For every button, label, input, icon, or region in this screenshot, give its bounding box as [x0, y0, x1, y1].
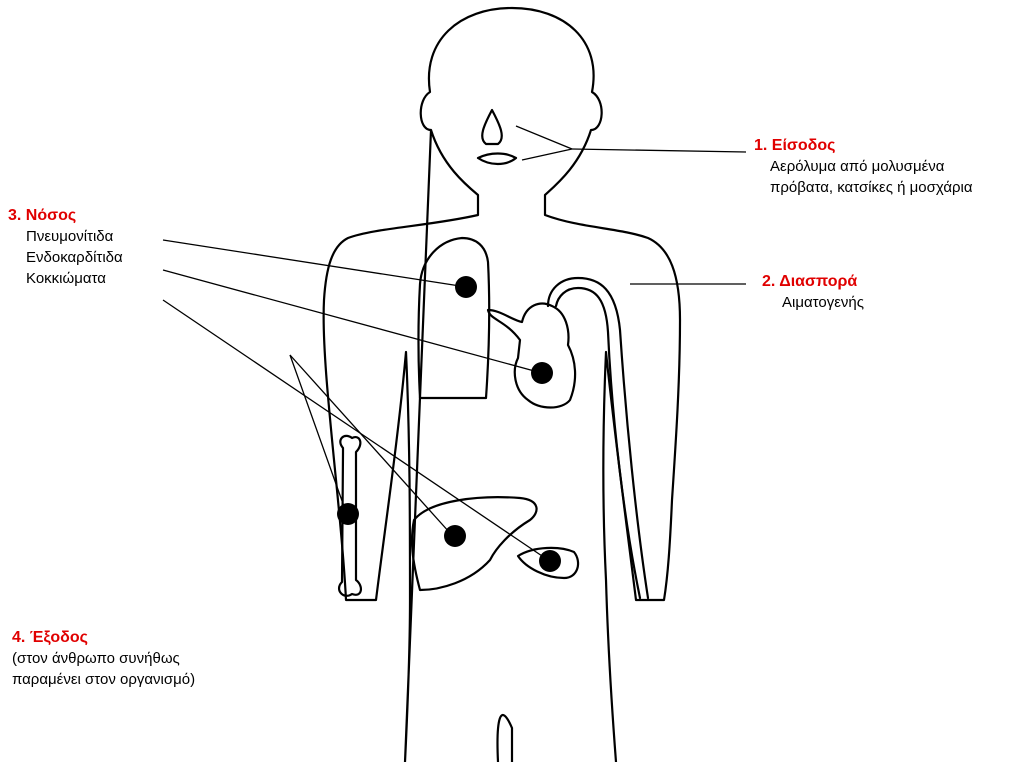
- entry-pointer-nose: [516, 126, 572, 149]
- entry-pointer-main: [572, 149, 746, 152]
- exit-line-1: (στον άνθρωπο συνήθως: [12, 648, 195, 669]
- lung-infection-dot: [455, 276, 477, 298]
- heart-shape: [488, 304, 575, 408]
- disease-line-2: Ενδοκαρδίτιδα: [8, 247, 123, 268]
- body-outline: [324, 8, 680, 762]
- entry-line-2: πρόβατα, κατσίκες ή μοσχάρια: [754, 177, 973, 198]
- disease-line-1: Πνευμονίτιδα: [8, 226, 123, 247]
- spread-line-1: Αιματογενής: [762, 292, 864, 313]
- entry-label: 1. Είσοδος Αερόλυμα από μολυσμένα πρόβατ…: [754, 136, 973, 198]
- spread-title: 2. Διασπορά: [762, 272, 864, 292]
- lung-shape: [419, 238, 490, 398]
- heart-infection-dot: [531, 362, 553, 384]
- exit-line-2: παραμένει στον οργανισμό): [12, 669, 195, 690]
- mouth-shape: [478, 154, 516, 165]
- liver-infection-dot: [444, 525, 466, 547]
- exit-title: 4. Έξοδος: [12, 628, 195, 648]
- disease-pointer-lung: [163, 240, 460, 286]
- disease-title: 3. Νόσος: [8, 206, 123, 226]
- aorta-vessel: [548, 278, 648, 598]
- spread-label: 2. Διασπορά Αιματογενής: [762, 272, 864, 313]
- entry-title: 1. Είσοδος: [754, 136, 973, 156]
- spleen-infection-dot: [539, 550, 561, 572]
- disease-label: 3. Νόσος Πνευμονίτιδα Ενδοκαρδίτιδα Κοκκ…: [8, 206, 123, 289]
- bone-infection-dot: [337, 503, 359, 525]
- entry-line-1: Αερόλυμα από μολυσμένα: [754, 156, 973, 177]
- nose-shape: [482, 110, 502, 144]
- granuloma-pointer-liver: [290, 355, 450, 533]
- granuloma-pointer-bone: [290, 355, 346, 512]
- disease-line-3: Κοκκιώματα: [8, 268, 123, 289]
- entry-pointer-mouth: [522, 149, 572, 160]
- exit-label: 4. Έξοδος (στον άνθρωπο συνήθως παραμένε…: [12, 628, 195, 690]
- disease-pointer-heart: [163, 270, 538, 372]
